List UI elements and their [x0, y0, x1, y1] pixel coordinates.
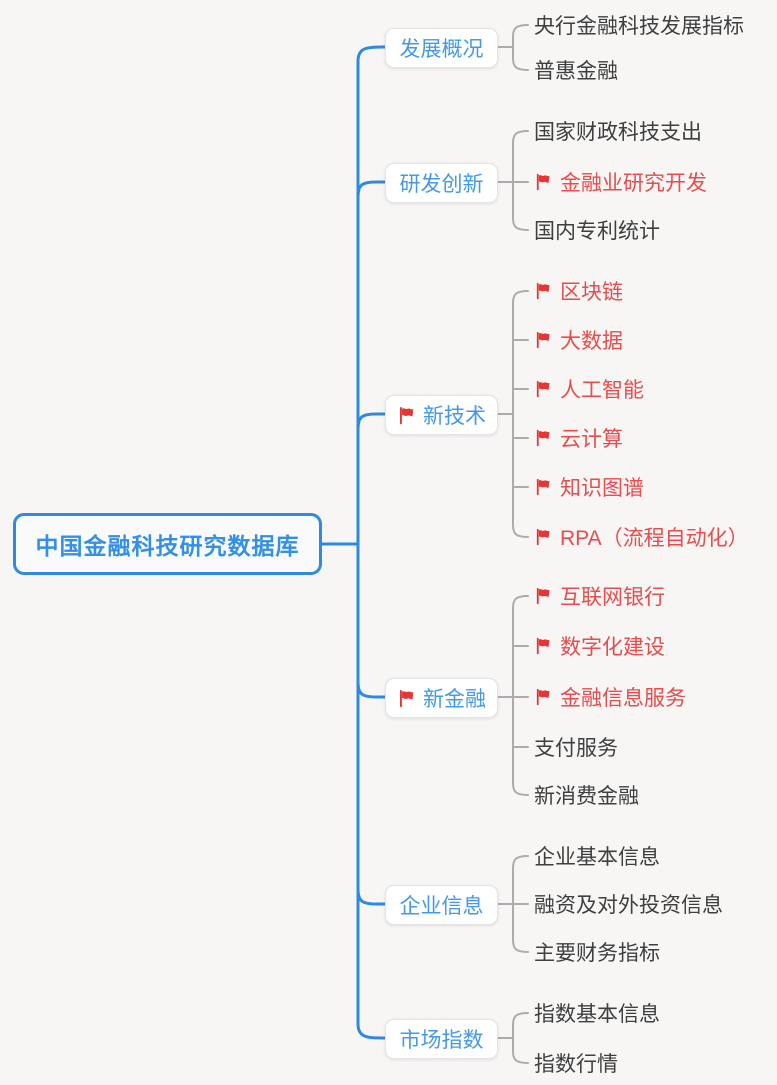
leaf-node[interactable]: RPA（流程自动化）	[534, 522, 749, 552]
leaf-label: 大数据	[560, 330, 623, 353]
branch-rd-innovation[interactable]: 研发创新	[385, 163, 498, 203]
branch-label: 企业信息	[399, 895, 484, 918]
branch-label: 研发创新	[399, 173, 484, 196]
leaf-node[interactable]: 普惠金融	[534, 55, 618, 85]
leaf-node[interactable]: 指数行情	[534, 1048, 618, 1078]
leaf-label: 数字化建设	[560, 636, 665, 659]
leaf-node[interactable]: 央行金融科技发展指标	[534, 10, 744, 40]
leaf-node[interactable]: 人工智能	[534, 374, 644, 404]
root-node[interactable]: 中国金融科技研究数据库	[13, 513, 322, 575]
branch-new-technology[interactable]: 新技术	[385, 395, 498, 435]
leaf-label: 国内专利统计	[534, 220, 660, 243]
branch-enterprise-info[interactable]: 企业信息	[385, 885, 498, 925]
leaf-label: 企业基本信息	[534, 846, 660, 869]
leaf-node[interactable]: 云计算	[534, 423, 623, 453]
flag-icon	[534, 688, 552, 706]
leaf-label: 指数行情	[534, 1053, 618, 1076]
leaf-node[interactable]: 金融业研究开发	[534, 167, 707, 197]
flag-icon	[397, 689, 416, 708]
leaf-label: 区块链	[560, 281, 623, 304]
leaf-label: 金融业研究开发	[560, 172, 707, 195]
leaf-label: 人工智能	[560, 379, 644, 402]
leaf-node[interactable]: 企业基本信息	[534, 841, 660, 871]
flag-icon	[534, 528, 552, 546]
leaf-node[interactable]: 国内专利统计	[534, 215, 660, 245]
branch-development-overview[interactable]: 发展概况	[385, 28, 498, 68]
leaf-node[interactable]: 大数据	[534, 325, 623, 355]
leaf-node[interactable]: 知识图谱	[534, 472, 644, 502]
leaf-label: 知识图谱	[560, 477, 644, 500]
leaf-label: 主要财务指标	[534, 942, 660, 965]
leaf-node[interactable]: 支付服务	[534, 732, 618, 762]
leaf-label: 普惠金融	[534, 60, 618, 83]
flag-icon	[534, 173, 552, 191]
branch-label: 发展概况	[399, 38, 484, 61]
branch-new-finance[interactable]: 新金融	[385, 678, 498, 718]
leaf-label: 新消费金融	[534, 785, 639, 808]
leaf-label: 融资及对外投资信息	[534, 894, 723, 917]
leaf-label: 云计算	[560, 428, 623, 451]
branch-market-index[interactable]: 市场指数	[385, 1019, 498, 1059]
flag-icon	[534, 478, 552, 496]
flag-icon	[534, 380, 552, 398]
leaf-label: 互联网银行	[560, 586, 665, 609]
branch-label: 市场指数	[399, 1029, 484, 1052]
leaf-node[interactable]: 金融信息服务	[534, 682, 686, 712]
leaf-node[interactable]: 融资及对外投资信息	[534, 889, 723, 919]
leaf-node[interactable]: 新消费金融	[534, 780, 639, 810]
branch-label: 新技术	[423, 405, 486, 428]
leaf-node[interactable]: 指数基本信息	[534, 998, 660, 1028]
leaf-label: 指数基本信息	[534, 1003, 660, 1026]
leaf-label: 央行金融科技发展指标	[534, 15, 744, 38]
flag-icon	[534, 282, 552, 300]
leaf-label: 国家财政科技支出	[534, 121, 702, 144]
leaf-label: 金融信息服务	[560, 687, 686, 710]
flag-icon	[397, 406, 416, 425]
flag-icon	[534, 587, 552, 605]
flag-icon	[534, 331, 552, 349]
leaf-node[interactable]: 国家财政科技支出	[534, 116, 702, 146]
leaf-label: 支付服务	[534, 737, 618, 760]
flag-icon	[534, 637, 552, 655]
leaf-node[interactable]: 数字化建设	[534, 631, 665, 661]
leaf-node[interactable]: 主要财务指标	[534, 937, 660, 967]
leaf-node[interactable]: 互联网银行	[534, 581, 665, 611]
branch-label: 新金融	[423, 688, 486, 711]
leaf-label: RPA（流程自动化）	[560, 527, 749, 550]
leaf-node[interactable]: 区块链	[534, 276, 623, 306]
flag-icon	[534, 429, 552, 447]
